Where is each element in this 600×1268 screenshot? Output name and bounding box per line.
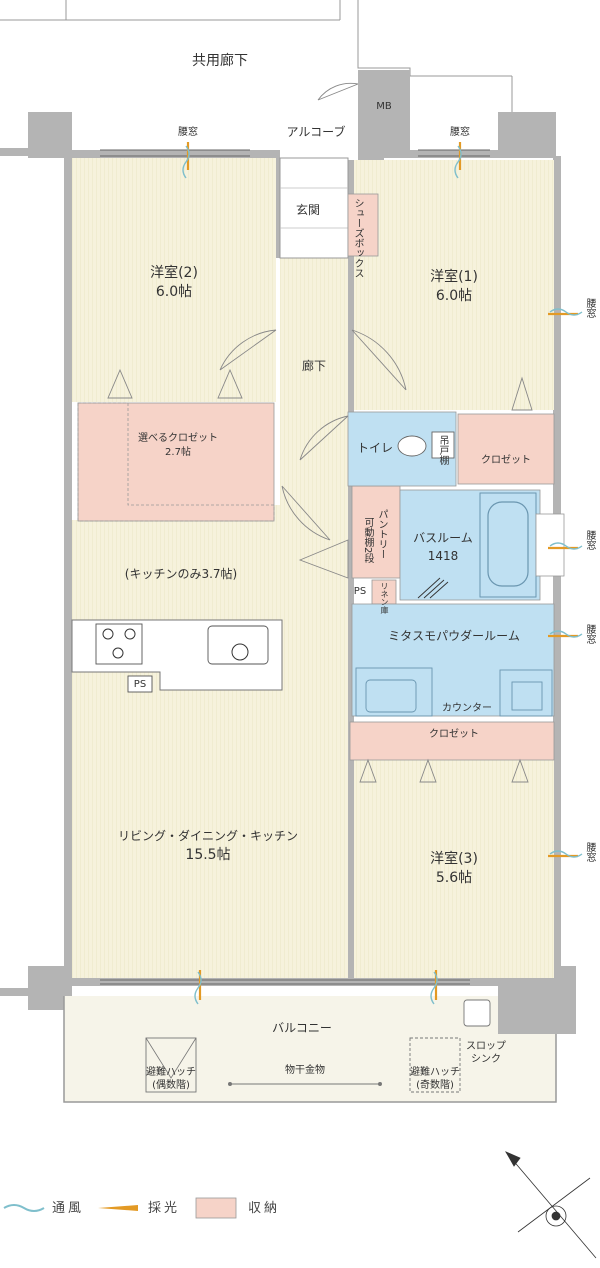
western-room-2-size: 6.0帖 — [155, 284, 193, 300]
koshimado-label-1: 腰窓 — [450, 127, 470, 138]
choose-closet-size: 2.7帖 — [165, 447, 191, 458]
windows — [100, 149, 490, 985]
koshimado-label-r1: 腰窓 — [584, 298, 595, 318]
counter-label: カウンター — [442, 703, 492, 714]
western-room-3-name: 洋室(3) — [430, 851, 478, 867]
hallway-label: 廊下 — [301, 359, 326, 373]
entrance-label: 玄関 — [295, 203, 320, 217]
koshimado-label-r4: 腰窓 — [584, 842, 595, 862]
toilet-shelf-label: 吊戸棚 — [437, 435, 448, 465]
slop-sink-label: スロップ シンク — [466, 1041, 506, 1065]
bathroom-size: 1418 — [427, 549, 459, 563]
choose-closet-name: 選べるクロゼット — [138, 433, 218, 444]
toilet-label: トイレ — [356, 441, 393, 455]
koshimado-label-r2: 腰窓 — [584, 530, 595, 550]
balcony-label: バルコニー — [272, 1021, 332, 1035]
legend-daylight-label: 採光 — [148, 1200, 181, 1216]
stair-symbol — [417, 577, 449, 599]
western-room-3-size: 5.6帖 — [435, 870, 473, 886]
mb-label: MB — [376, 101, 392, 112]
closet-label-2: クロゼット — [429, 729, 479, 740]
shoe-box-label: シューズボックス — [352, 198, 363, 278]
western-room-2-name: 洋室(2) — [150, 265, 198, 281]
linen-label: リネン庫 — [380, 582, 389, 614]
alcove-label: アルコーブ — [286, 125, 346, 139]
storage-areas — [77, 402, 555, 761]
compass-icon — [505, 1151, 597, 1259]
legend-icons — [3, 1197, 237, 1219]
pantry-shelf-label: 可動棚2段 — [362, 516, 373, 564]
ventilation-markers — [182, 145, 583, 1005]
ps-label-bath: PS — [353, 586, 367, 597]
western-room-1-name: 洋室(1) — [430, 269, 478, 285]
kitchen-counter — [71, 619, 283, 693]
bathroom-name: バスルーム — [413, 531, 473, 545]
kitchen-only-label: (キッチンのみ3.7帖) — [124, 567, 238, 581]
storage-legend-swatch — [195, 1197, 237, 1219]
western-room-1-size: 6.0帖 — [435, 288, 473, 304]
hatch-odd-label: 避難ハッチ (奇数階) — [410, 1067, 460, 1091]
ldk-name: リビング・ダイニング・キッチン — [117, 829, 298, 843]
koshimado-label-r3: 腰窓 — [584, 624, 595, 644]
corridor-label: 共用廊下 — [192, 53, 248, 69]
legend-storage-label: 収納 — [248, 1200, 281, 1216]
closet-label-1: クロゼット — [481, 455, 531, 466]
doors — [107, 82, 533, 783]
legend-ventilation-label: 通風 — [52, 1200, 85, 1216]
laundry-rail-label: 物干金物 — [285, 1065, 325, 1076]
ventilation-legend-icon — [3, 1204, 45, 1212]
floors — [72, 158, 554, 978]
powder-room-label: ミタスモパウダールーム — [388, 629, 520, 643]
balcony — [63, 996, 557, 1103]
ldk-size: 15.5帖 — [185, 847, 231, 863]
pantry-label: パントリー — [376, 509, 387, 559]
water-area — [347, 411, 565, 717]
ps-label-kitchen: PS — [133, 679, 147, 690]
hatch-even-label: 避難ハッチ (偶数階) — [146, 1067, 196, 1091]
common-corridor — [0, 0, 513, 112]
koshimado-label-2: 腰窓 — [178, 127, 198, 138]
entrance-area — [279, 157, 379, 259]
daylight-legend-icon — [98, 1205, 138, 1211]
